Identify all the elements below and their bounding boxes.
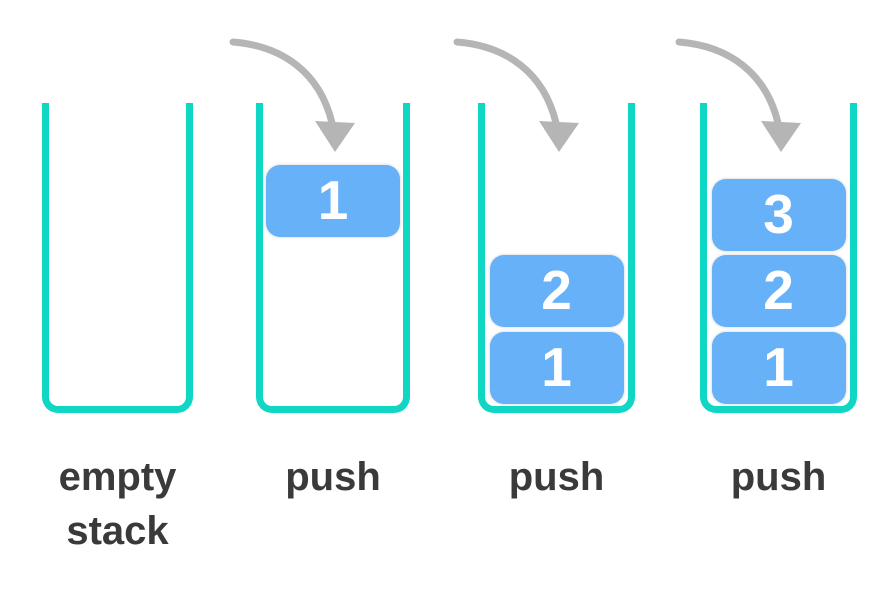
stack-label-line: stack — [66, 509, 169, 553]
stack-label: push — [256, 450, 410, 504]
push-arrow-icon — [453, 38, 579, 152]
stack-container: 2 1 — [478, 103, 635, 413]
stack-block: 1 — [266, 165, 400, 237]
push-arrow-icon — [229, 38, 355, 152]
stack-group-empty: empty stack — [42, 0, 193, 560]
stack-container: 1 — [256, 103, 410, 413]
stack-label-line: push — [730, 455, 827, 499]
push-arrow-icon — [675, 38, 801, 152]
stack-group-push-1: 1 push — [229, 0, 410, 560]
stack-label-line: empty — [58, 455, 177, 499]
stack-group-push-3: 3 2 1 push — [675, 0, 857, 560]
stack-block: 1 — [489, 332, 624, 404]
stack-container — [42, 103, 193, 413]
stack-group-push-2: 2 1 push — [453, 0, 635, 560]
stack-label: push — [478, 450, 635, 504]
stack-container: 3 2 1 — [700, 103, 857, 413]
stack-block: 2 — [711, 255, 846, 327]
stack-block: 1 — [711, 332, 846, 404]
stack-label-line: push — [285, 455, 381, 499]
stack-label-line: push — [508, 455, 605, 499]
stack-label: empty stack — [42, 450, 193, 558]
stack-label: push — [700, 450, 857, 504]
stack-block: 2 — [489, 255, 624, 327]
stack-block: 3 — [711, 179, 846, 251]
